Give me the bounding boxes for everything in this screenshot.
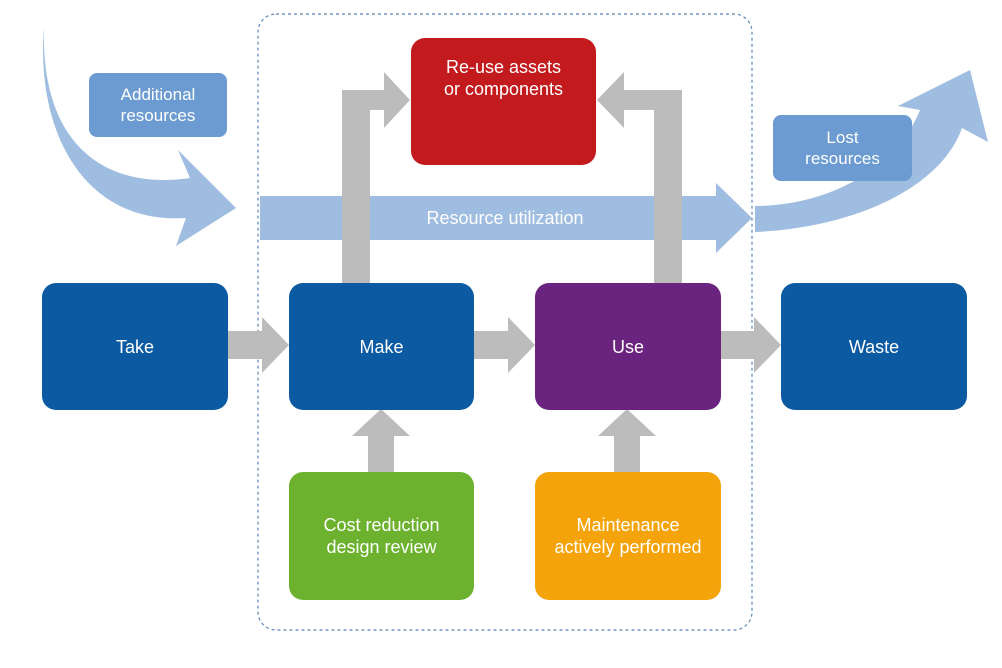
use-label: Use [611, 336, 644, 357]
system-boundary [257, 13, 753, 631]
resource-utilization-arrow [260, 183, 752, 253]
make-label: Make [359, 336, 404, 357]
make-box: Make [289, 283, 474, 410]
additional-resources-callout: Additional resources [89, 73, 227, 137]
cost-reduction-review-label: Cost reduction design review [323, 515, 440, 557]
waste-box: Waste [781, 283, 967, 410]
review-to-make-arrow [352, 409, 410, 472]
take-to-make-arrow [228, 317, 289, 373]
maintenance-label: Maintenance actively performed [554, 515, 702, 557]
use-to-reuse-arrow [597, 72, 682, 283]
resource-utilization-label: Resource utilization [426, 208, 584, 228]
take-label: Take [115, 336, 155, 357]
reuse-assets-box: Re-use assets or components [411, 38, 596, 165]
make-to-use-arrow [474, 317, 535, 373]
waste-label: Waste [848, 336, 900, 357]
take-box: Take [42, 283, 228, 410]
use-box: Use [535, 283, 721, 410]
reuse-assets-label: Re-use assets or components [443, 56, 564, 99]
lost-resources-callout: Lost resources [773, 115, 912, 181]
lost-resources-arrow [755, 70, 988, 232]
maintenance-box: Maintenance actively performed [535, 472, 721, 600]
cost-reduction-review-box: Cost reduction design review [289, 472, 474, 600]
make-to-reuse-arrow [342, 72, 410, 283]
maintenance-to-use-arrow [598, 409, 656, 472]
incoming-resources-arrow [43, 26, 236, 246]
use-to-waste-arrow [721, 317, 781, 373]
